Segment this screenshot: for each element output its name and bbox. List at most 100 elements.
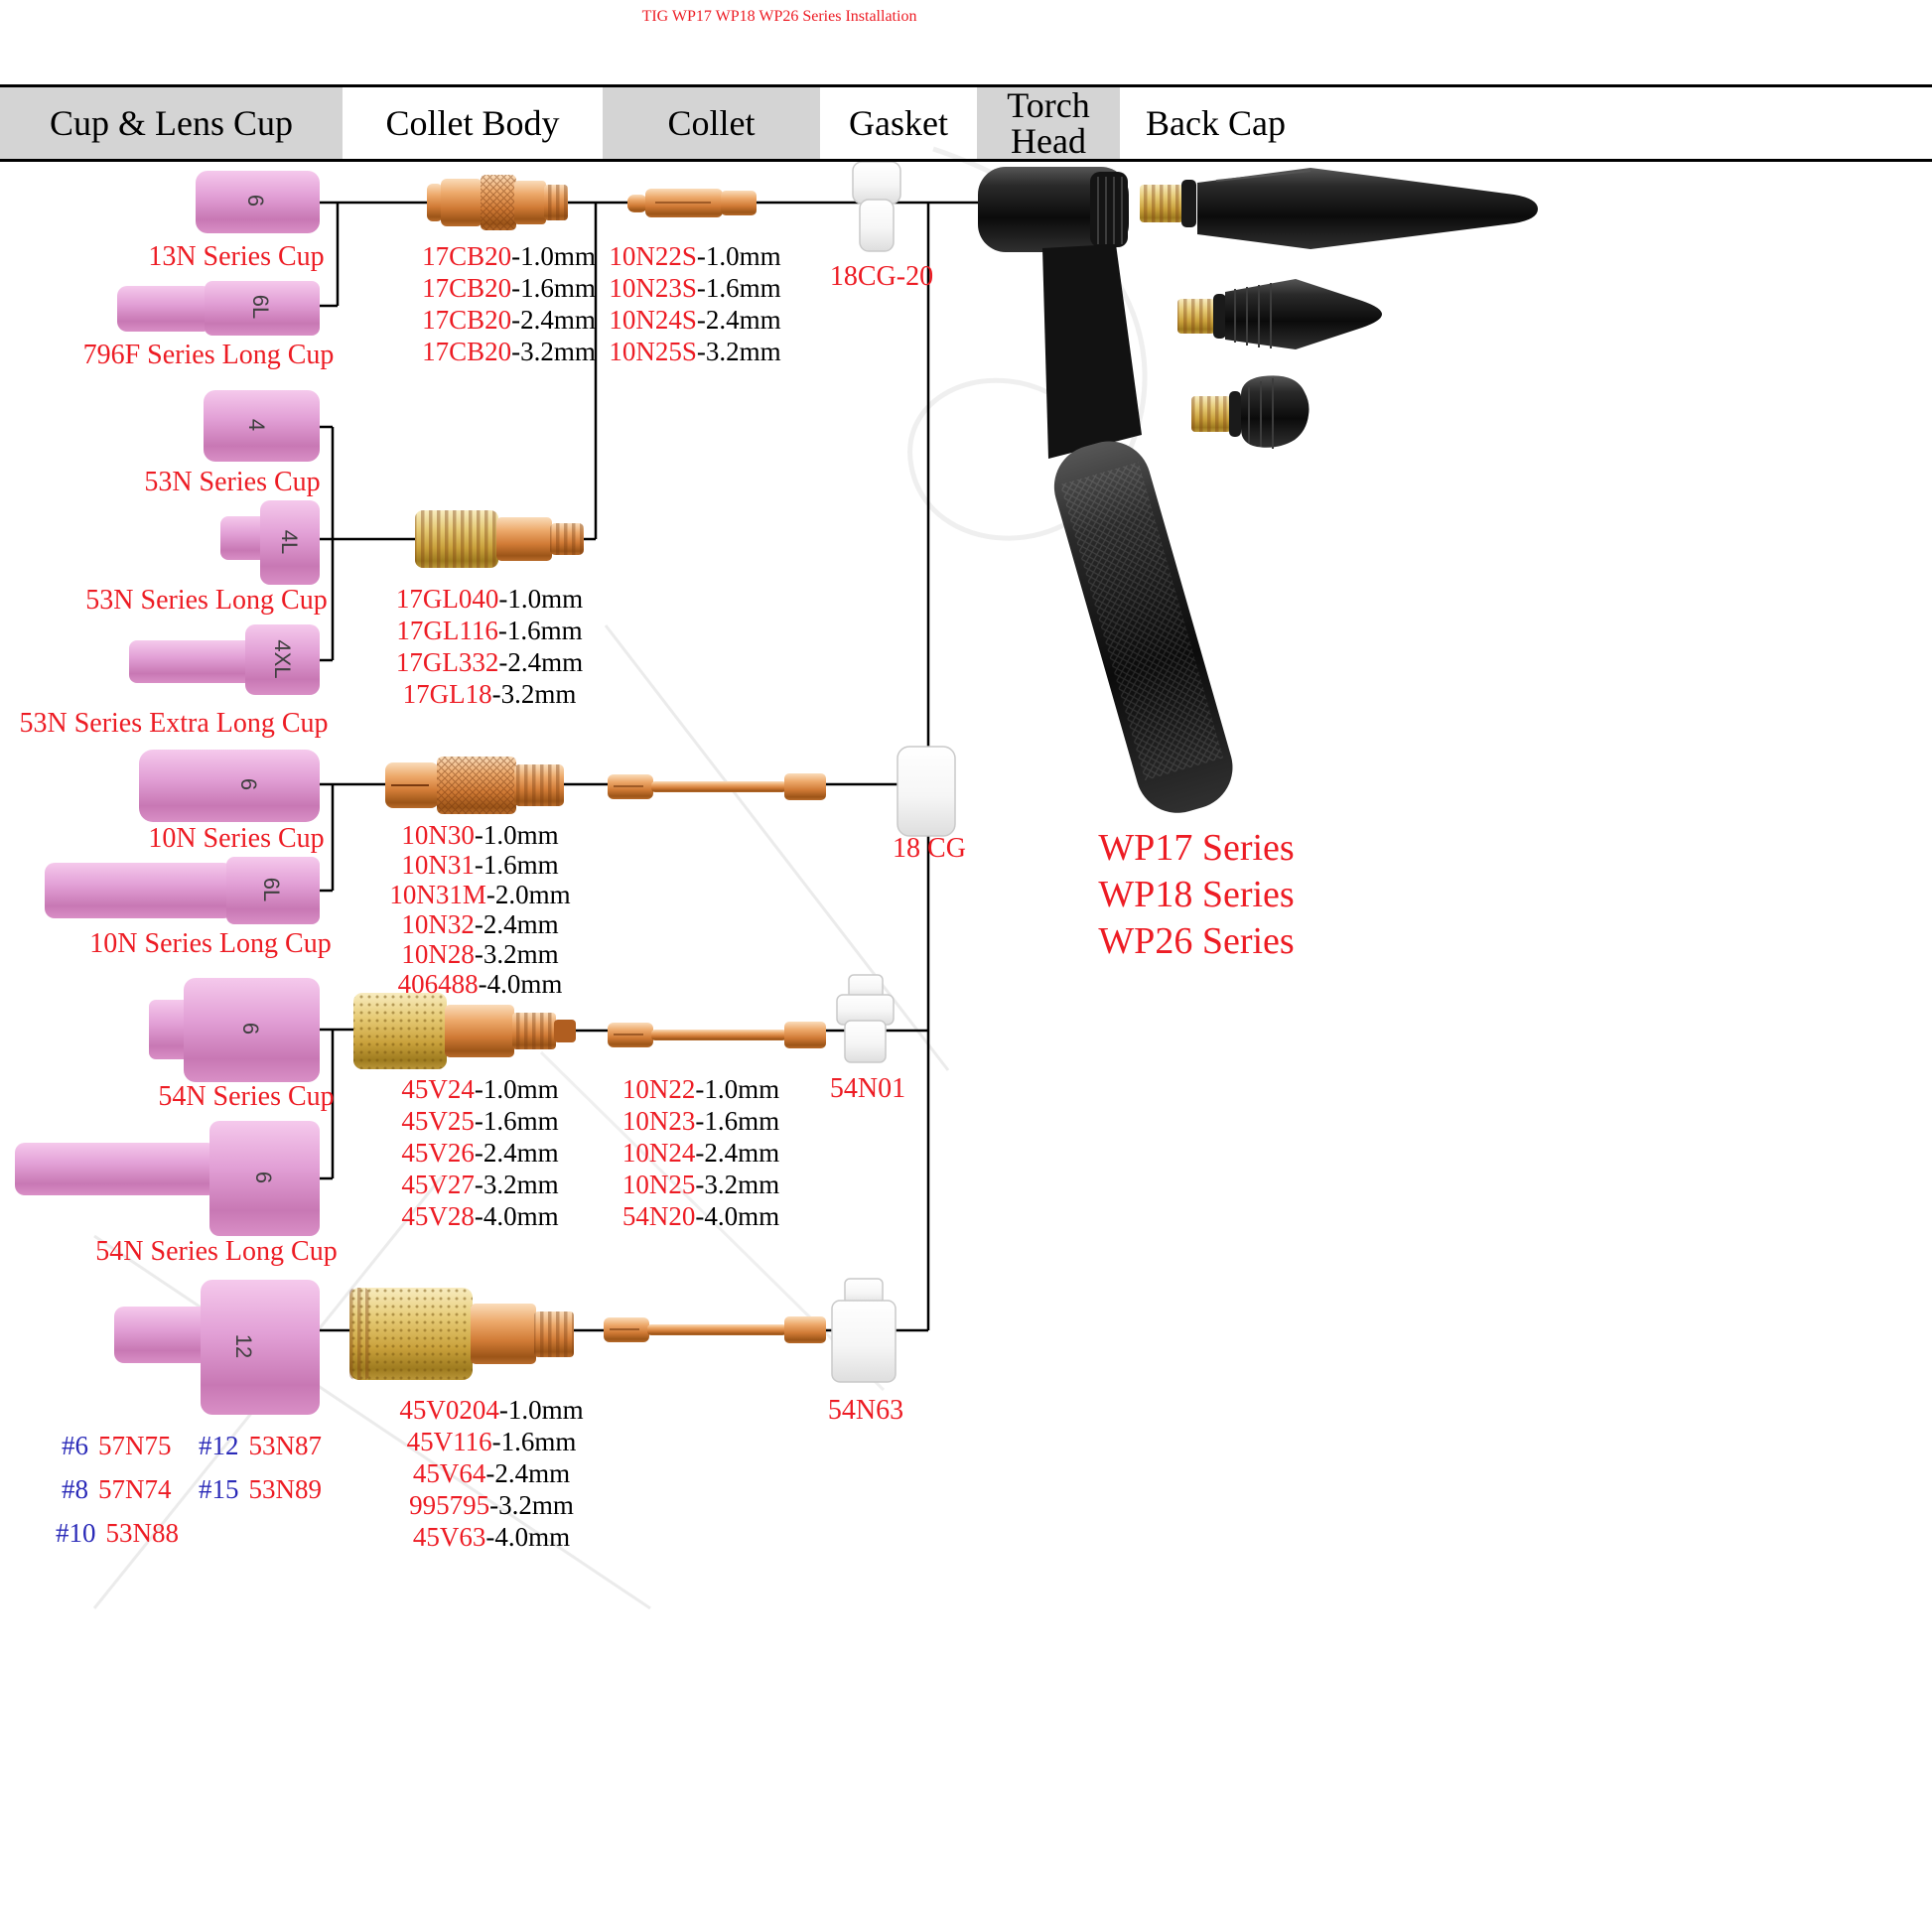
part-number-line: 10N31M-2.0mm (383, 880, 577, 909)
part-code: 10N31 (401, 850, 475, 880)
cup-53n-illustration (204, 390, 320, 462)
cup-label-53n-extra-long: 53N Series Extra Long Cup (19, 708, 329, 739)
collet-body-10n30-illustration (385, 757, 564, 814)
part-size: -3.2mm (511, 337, 596, 366)
cup-part-number: #8 57N74 (62, 1474, 172, 1505)
cup-part-code: 53N89 (248, 1474, 323, 1504)
cup-796f-illustration (117, 281, 320, 336)
gasket-label-18cg-20: 18CG-20 (829, 261, 934, 292)
collet-short-illustration (627, 189, 757, 217)
part-number-line: 17GL040-1.0mm (385, 583, 594, 615)
cup-label-796f: 796F Series Long Cup (82, 340, 335, 370)
part-code: 10N24 (621, 1138, 696, 1168)
part-size: -4.0mm (474, 1201, 559, 1231)
part-code: 10N25S (609, 337, 697, 366)
part-number-line: 995795-3.2mm (387, 1489, 596, 1521)
part-size: -1.0mm (498, 584, 584, 614)
part-code: 10N28 (401, 939, 475, 969)
cup-54n-long-illustration (15, 1121, 320, 1236)
part-code: 45V28 (401, 1201, 475, 1231)
collet-body-45v0204-large-gas-lens-illustration (349, 1288, 574, 1380)
part-size: -2.4mm (474, 909, 559, 939)
part-code: 17CB20 (422, 273, 512, 303)
part-number-line: 45V24-1.0mm (383, 1073, 577, 1105)
part-size: -3.2mm (474, 939, 559, 969)
cup-size-mark: 6 (251, 1171, 276, 1184)
cup-size-mark: 6L (248, 294, 273, 320)
header-back-cap: Back Cap (1146, 103, 1286, 143)
part-size: -2.4mm (696, 305, 781, 335)
part-size: -1.0mm (474, 820, 559, 850)
collet-body-17gl-illustration (415, 510, 584, 568)
cup-size-number: #6 (62, 1431, 88, 1460)
cup-label-54n-long: 54N Series Long Cup (95, 1236, 338, 1267)
part-code: 17GL116 (396, 616, 498, 645)
part-code: 45V25 (401, 1106, 475, 1136)
torch-series-wp26: WP26 Series (1098, 920, 1295, 962)
cup-10n-illustration (139, 750, 320, 822)
part-number-line: 45V27-3.2mm (383, 1169, 577, 1200)
part-code: 45V0204 (399, 1395, 499, 1425)
part-number-line: 45V63-4.0mm (387, 1521, 596, 1553)
header-cup-lens-cup: Cup & Lens Cup (0, 87, 343, 159)
part-size: -1.6mm (474, 1106, 559, 1136)
part-number-line: 10N22-1.0mm (612, 1073, 790, 1105)
part-number-line: 10N22S-1.0mm (606, 240, 784, 272)
gasket-54n63-illustration (831, 1278, 897, 1383)
cup-size-mark: 6 (236, 777, 261, 791)
part-number-line: 10N31-1.6mm (383, 850, 577, 880)
part-size: -2.4mm (485, 1458, 571, 1488)
part-code: 10N24S (609, 305, 697, 335)
part-number-line: 17CB20-3.2mm (417, 336, 601, 367)
part-number-line: 17CB20-1.0mm (417, 240, 601, 272)
cup-label-13n: 13N Series Cup (148, 241, 325, 272)
torch-series-wp17: WP17 Series (1098, 827, 1295, 869)
cup-part-number: #6 57N75 (62, 1431, 172, 1461)
part-size: -3.2mm (695, 1170, 780, 1199)
header-torch-head: Torch Head (977, 87, 1120, 159)
gasket-label-54n01: 54N01 (829, 1073, 906, 1104)
cup-part-code: 57N75 (98, 1431, 172, 1460)
cup-label-53n: 53N Series Cup (144, 467, 321, 497)
cup-size-mark: 6L (259, 877, 284, 902)
torch-head-illustration (978, 167, 1233, 813)
collet-body-17cb20-illustration (427, 175, 568, 230)
cup-size-number: #8 (62, 1474, 88, 1504)
cup-size-mark: 4 (244, 418, 269, 432)
collet-body-codes-45v: 45V24-1.0mm 45V25-1.6mm 45V26-2.4mm 45V2… (383, 1073, 577, 1232)
part-code: 10N23 (621, 1106, 696, 1136)
part-size: -1.0mm (511, 241, 596, 271)
part-size: -4.0mm (485, 1522, 571, 1552)
cup-part-code: 57N74 (98, 1474, 172, 1504)
part-size: -1.6mm (474, 850, 559, 880)
part-number-line: 17GL18-3.2mm (385, 678, 594, 710)
collet-body-codes-10n30: 10N30-1.0mm 10N31-1.6mm 10N31M-2.0mm 10N… (383, 820, 577, 999)
part-code: 10N22 (621, 1074, 696, 1104)
part-size: -3.2mm (696, 337, 781, 366)
collet-body-45v-gas-lens-illustration (353, 993, 576, 1069)
part-number-line: 10N23-1.6mm (612, 1105, 790, 1137)
part-code: 17GL332 (395, 647, 499, 677)
part-size: -3.2mm (474, 1170, 559, 1199)
part-number-line: 17CB20-2.4mm (417, 304, 601, 336)
cup-size-number: #12 (199, 1431, 239, 1460)
part-number-line: 10N24S-2.4mm (606, 304, 784, 336)
cup-size-mark: 6 (238, 1022, 263, 1035)
cup-part-code: 53N87 (248, 1431, 323, 1460)
collet-codes-10n22s: 10N22S-1.0mm 10N23S-1.6mm 10N24S-2.4mm 1… (606, 240, 784, 367)
part-size: -1.0mm (696, 241, 781, 271)
gasket-18cg-20-illustration (852, 161, 901, 252)
part-size: -2.0mm (485, 880, 571, 909)
collet-codes-10n22: 10N22-1.0mm 10N23-1.6mm 10N24-2.4mm 10N2… (612, 1073, 790, 1232)
part-size: -1.6mm (491, 1427, 577, 1456)
part-number-line: 17GL116-1.6mm (385, 615, 594, 646)
part-code: 17GL040 (395, 584, 499, 614)
part-code: 10N32 (401, 909, 475, 939)
part-code: 45V64 (412, 1458, 486, 1488)
part-size: -1.0mm (498, 1395, 584, 1425)
part-size: -2.4mm (474, 1138, 559, 1168)
part-number-line: 45V28-4.0mm (383, 1200, 577, 1232)
part-code: 45V24 (401, 1074, 475, 1104)
part-code: 17GL18 (402, 679, 492, 709)
